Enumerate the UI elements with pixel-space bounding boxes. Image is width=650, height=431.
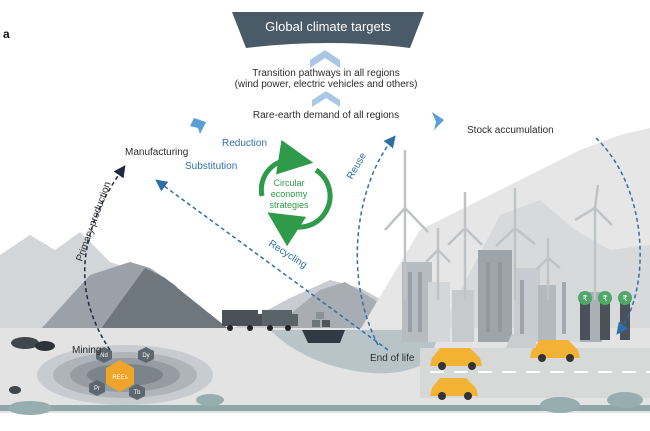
rock — [9, 386, 21, 394]
circular-line2: economy — [271, 189, 308, 199]
panel-label: a — [3, 27, 10, 41]
ree-pr-label: Pr — [94, 386, 100, 392]
label-mining: Mining — [72, 345, 101, 356]
chevron-left-icon — [190, 118, 206, 134]
charger-symbol-3: ₹ — [622, 294, 627, 303]
hex-tb — [129, 384, 145, 400]
trucks — [222, 310, 298, 331]
up-chevron-icon — [312, 91, 340, 107]
circular-line1: Circular — [273, 178, 304, 188]
up-chevron-icon — [310, 50, 340, 68]
wind-turbines — [384, 150, 613, 300]
ree-nd-label: Nd — [100, 353, 108, 359]
bushes — [8, 392, 643, 415]
cargo-ship — [302, 312, 345, 343]
label-reuse: Reuse — [345, 151, 369, 182]
label-substitution: Substitution — [185, 161, 237, 172]
chevron-right-icon — [432, 112, 444, 130]
rock — [11, 337, 39, 349]
label-stock-accumulation: Stock accumulation — [467, 125, 554, 136]
ev-chargers — [578, 291, 632, 340]
ree-tb-label: Tb — [133, 390, 141, 396]
pathways-line2: (wind power, electric vehicles and other… — [235, 79, 418, 90]
circular-economy-cycle — [258, 139, 333, 247]
ree-hexagons — [89, 347, 154, 400]
label-manufacturing: Manufacturing — [125, 147, 188, 158]
cars — [430, 334, 580, 400]
ground-edge — [0, 405, 650, 411]
ree-center-label: REEs — [112, 375, 127, 381]
hex-ree-center — [106, 360, 134, 392]
pathways-line1: Transition pathways in all regions — [252, 68, 399, 79]
demand-text: Rare-earth demand of all regions — [253, 110, 399, 121]
hex-dy — [138, 347, 154, 363]
reuse-arrow — [356, 135, 396, 346]
hex-pr — [89, 380, 105, 396]
banner-title: Global climate targets — [265, 19, 391, 34]
circular-line3: strategies — [269, 200, 309, 210]
label-reduction: Reduction — [222, 138, 267, 149]
charger-symbol-1: ₹ — [582, 294, 587, 303]
label-end-of-life: End of life — [370, 353, 415, 364]
hex-nd — [96, 347, 112, 363]
ree-dy-label: Dy — [142, 353, 149, 359]
recycling-arrow — [155, 179, 389, 351]
charger-symbol-2: ₹ — [602, 294, 607, 303]
rock — [35, 341, 55, 351]
banner — [232, 12, 424, 48]
city — [402, 250, 602, 342]
